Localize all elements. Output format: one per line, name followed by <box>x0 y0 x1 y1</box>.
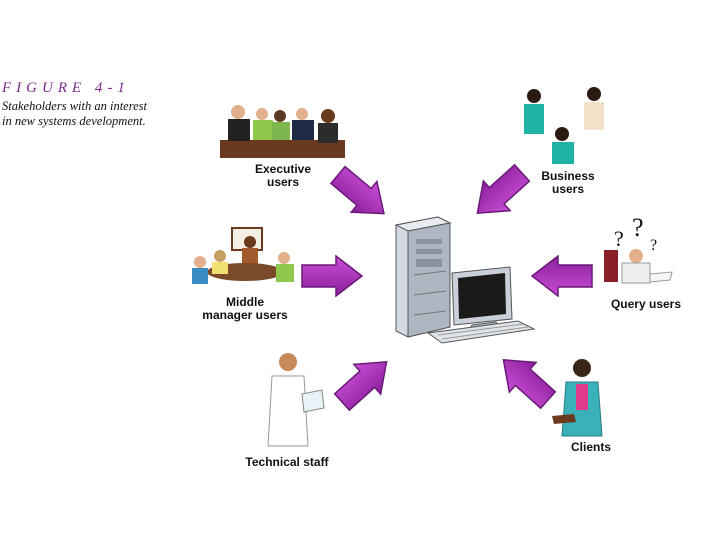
figure-caption-line1: Stakeholders with an interest <box>2 99 148 113</box>
keyboard-icon <box>426 320 536 344</box>
query-users-label: Query users <box>610 297 682 311</box>
people-phone-icon <box>524 87 604 164</box>
person-question-icon: ? ? ? <box>604 213 673 284</box>
middle-manager-users-label: Middle manager users <box>190 296 300 322</box>
question-mark-icon: ? <box>614 226 624 251</box>
middle-manager-users-line2: manager users <box>202 308 288 322</box>
arrow-icon <box>327 346 401 418</box>
figure-label: FIGURE 4-1 <box>2 80 130 96</box>
monitor-icon <box>451 266 513 333</box>
figure-caption-line2: in new systems development. <box>2 114 146 128</box>
person-icon <box>267 353 325 447</box>
executive-users-label: Executive users <box>228 163 338 189</box>
business-users-line2: users <box>551 182 585 196</box>
technical-staff-label: Technical staff <box>245 455 329 469</box>
clients-label: Clients <box>570 440 611 454</box>
business-users-label: Business users <box>528 170 608 196</box>
executive-users-line2: users <box>266 175 300 189</box>
computer-icon <box>394 216 536 344</box>
business-users-line1: Business <box>541 169 595 183</box>
people-meeting-icon <box>220 105 345 158</box>
person-icon <box>552 359 603 437</box>
computer-tower-icon <box>394 216 452 338</box>
people-meeting-icon <box>192 227 294 284</box>
arrow-icon <box>489 344 563 416</box>
middle-manager-users-line1: Middle <box>226 295 264 309</box>
question-mark-icon: ? <box>632 213 644 242</box>
question-mark-icon: ? <box>650 237 657 254</box>
arrow-icon <box>301 255 363 297</box>
executive-users-line1: Executive <box>254 162 312 176</box>
